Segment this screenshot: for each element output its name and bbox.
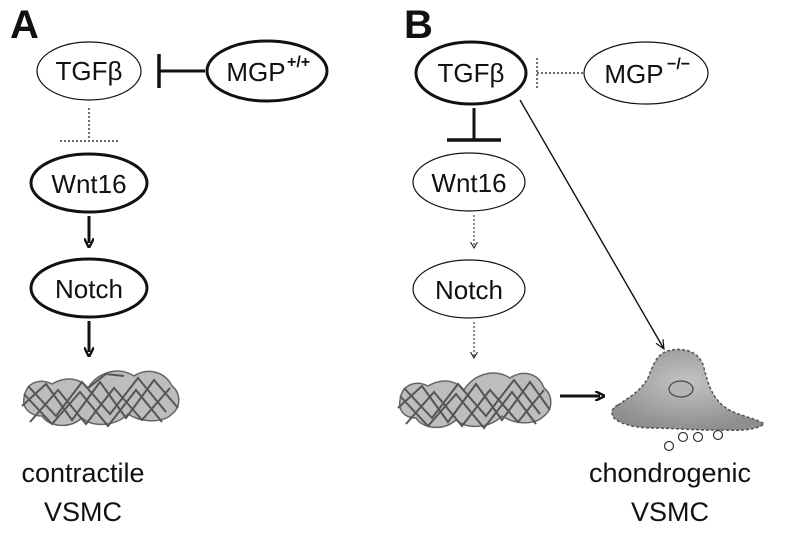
panel-b-wnt16-node: Wnt16	[412, 152, 526, 212]
panel-b-mgp-dotted-inhibition	[536, 58, 583, 90]
panel-a-notch-label: Notch	[55, 274, 123, 304]
panel-a: A TGFβ MGP +/+ Wnt16	[10, 3, 329, 527]
panel-a-mgp-node: MGP +/+	[205, 39, 329, 103]
panel-a-contractile-cells-image	[21, 370, 180, 428]
panel-b-caption-line2: VSMC	[631, 497, 709, 527]
panel-a-tgfb-label: TGFβ	[56, 56, 123, 86]
panel-b-tgfb-node: TGFβ	[414, 40, 528, 106]
panel-b-wnt16-label: Wnt16	[431, 168, 506, 198]
panel-b: B TGFβ MGP −/− Wnt16	[397, 3, 766, 527]
panel-a-wnt16-label: Wnt16	[51, 169, 126, 199]
panel-b-vesicles	[663, 429, 724, 452]
panel-b-mgp-label: MGP	[604, 59, 663, 89]
panel-b-mgp-genotype: −/−	[667, 56, 690, 73]
panel-b-caption-line1: chondrogenic	[589, 458, 751, 488]
panel-a-mgp-inhibits-tgfb	[157, 54, 205, 88]
panel-a-mgp-label: MGP	[226, 57, 285, 87]
panel-a-tgfb-node: TGFβ	[36, 41, 142, 101]
panel-a-wnt16-node: Wnt16	[29, 152, 149, 214]
panel-a-mgp-genotype: +/+	[287, 54, 310, 71]
panel-b-contractile-cells-image	[397, 372, 552, 430]
panel-b-label: B	[404, 3, 433, 47]
panel-b-notch-label: Notch	[435, 275, 503, 305]
panel-b-tgfb-inhibits-wnt16	[447, 108, 501, 142]
panel-b-tgfb-to-chondrogenic-arrow	[519, 99, 664, 349]
panel-a-caption-line2: VSMC	[44, 497, 122, 527]
panel-b-chondrogenic-cell-image	[611, 348, 766, 431]
panel-b-mgp-node: MGP −/−	[583, 41, 709, 105]
panel-a-tgfb-dotted-inhibition	[60, 108, 118, 142]
panel-b-tgfb-label: TGFβ	[438, 58, 505, 88]
panel-a-notch-node: Notch	[29, 257, 149, 319]
panel-a-caption-line1: contractile	[21, 458, 144, 488]
panel-b-notch-node: Notch	[412, 259, 526, 319]
panel-a-label: A	[10, 3, 39, 47]
